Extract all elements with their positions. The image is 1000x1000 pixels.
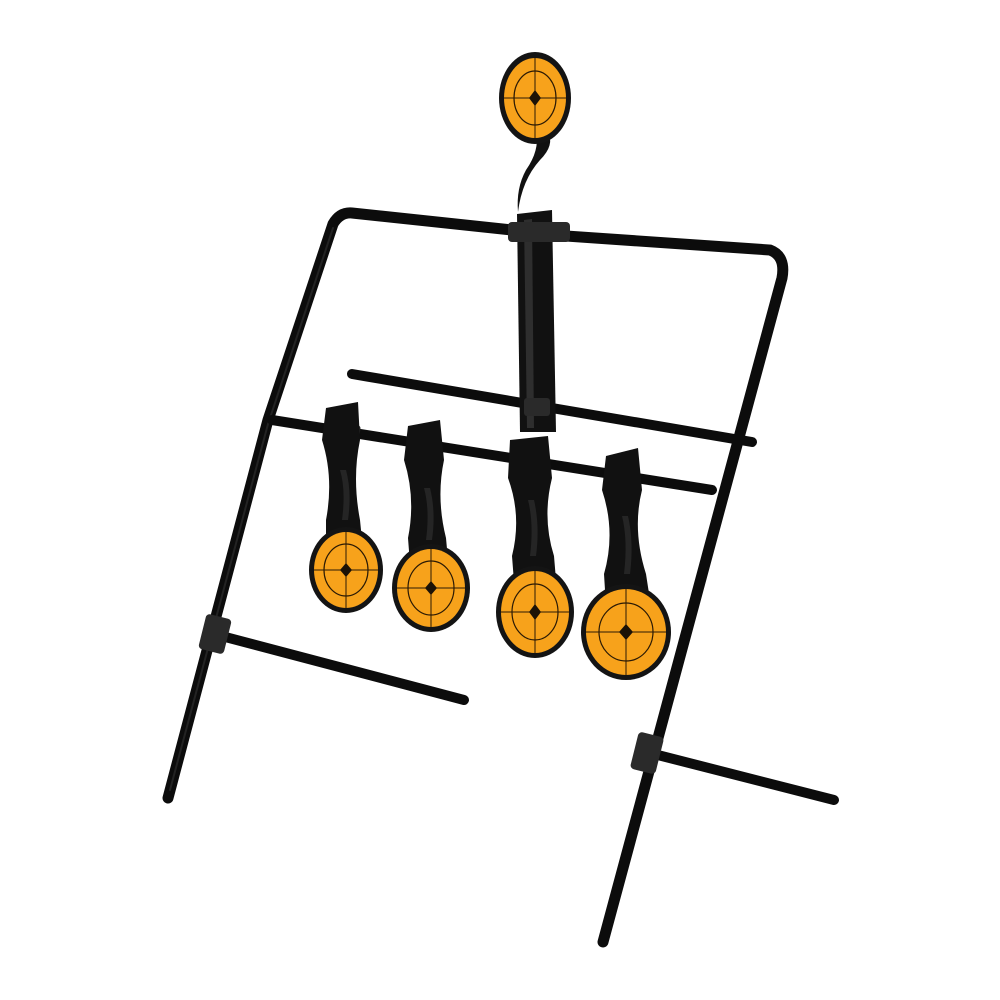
paddle-target-4 (581, 584, 671, 680)
paddle-target-2 (392, 544, 470, 632)
frame (162, 207, 789, 948)
top-target (499, 52, 571, 144)
paddle-target-1 (309, 527, 383, 613)
paddle-1 (322, 402, 362, 546)
right-ground-stake (630, 732, 839, 805)
paddle-4 (602, 448, 650, 606)
paddle-2 (404, 420, 448, 564)
paddle-target-3 (496, 566, 574, 658)
paddle-3 (508, 436, 556, 582)
center-bracket (508, 132, 570, 432)
left-ground-stake (198, 614, 469, 705)
